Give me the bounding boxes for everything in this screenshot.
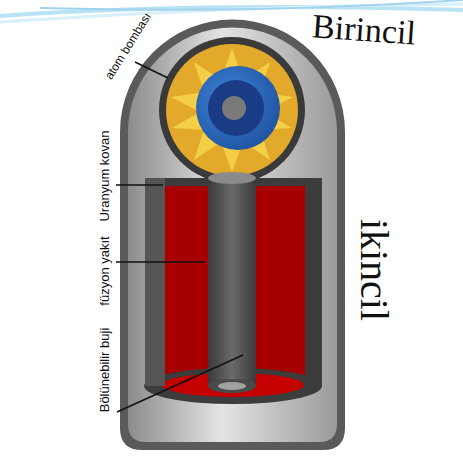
part-label: Bölünebilir buji [98,328,111,413]
uranium-casing [145,178,322,386]
leader-line [116,261,205,263]
spark-plug-top [208,172,256,184]
spark-plug-hole [218,382,246,390]
leader-line [117,355,243,412]
secondary-heading: ikincil [354,219,394,321]
primary-tamper [196,66,280,150]
swoosh [40,0,463,10]
spark-plug [208,178,256,386]
primary-explosive [166,44,298,176]
casing-inner [128,28,337,442]
primary-heading: Birincil [311,9,417,50]
spark-plug-bottom [208,379,256,393]
primary-star [171,48,293,172]
leader-line [135,62,168,78]
part-label: Uranyum kovan [98,130,111,221]
part-label: füzyon yakıt [98,236,111,305]
primary-shell [159,37,305,183]
casing-cut [145,178,165,386]
primary-pit [208,80,264,136]
part-label: atom bombası [103,11,153,82]
casing-outer [120,20,345,451]
leader-line [116,184,163,186]
primary-core [222,96,246,120]
